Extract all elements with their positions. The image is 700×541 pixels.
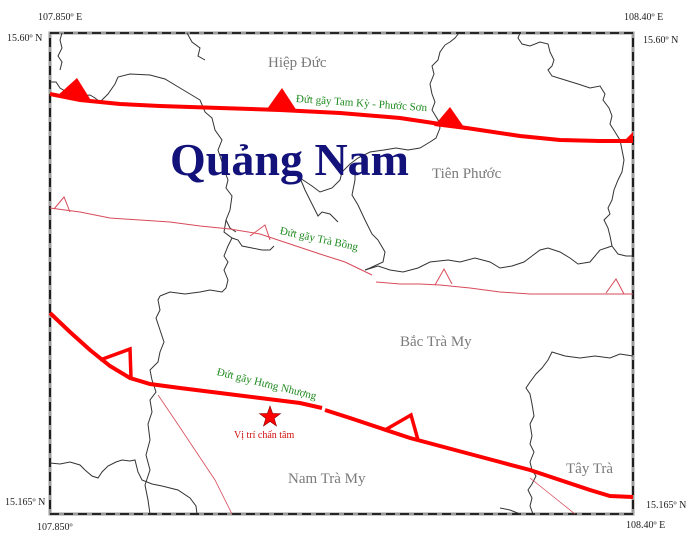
coord-top-left-lon: 107.850º E xyxy=(38,12,83,23)
coord-top-right-lat: 15.60º N xyxy=(643,35,679,46)
region-title: Quảng Nam xyxy=(170,134,409,185)
coord-top-left-lat: 15.60º N xyxy=(7,33,43,44)
place-hiep-duc: Hiệp Đức xyxy=(268,55,327,71)
coord-bottom-right-lon: 108.40º E xyxy=(626,520,666,531)
map-frame xyxy=(48,31,635,516)
fault-tra-bong xyxy=(49,196,633,295)
fault-hung-nhuong xyxy=(48,311,634,499)
place-tien-phuoc: Tiên Phước xyxy=(432,166,502,182)
fault-minor-lines xyxy=(157,394,576,515)
place-nam-tra-my: Nam Trà My xyxy=(288,471,366,487)
coord-bottom-left-lat: 15.165º N xyxy=(5,497,46,508)
star-icon xyxy=(258,405,282,427)
fault-tam-ky-phuoc-son xyxy=(49,78,633,143)
district-boundaries xyxy=(49,32,634,515)
place-bac-tra-my: Bắc Trà My xyxy=(400,334,472,350)
coord-bottom-right-lat: 15.165º N xyxy=(646,500,687,511)
place-tay-tra: Tây Trà xyxy=(566,461,614,477)
coord-top-right-lon: 108.40º E xyxy=(624,12,664,23)
epicenter-label: Vị trí chấn tâm xyxy=(234,430,295,441)
coord-bottom-left-lon: 107.850º xyxy=(37,522,73,533)
